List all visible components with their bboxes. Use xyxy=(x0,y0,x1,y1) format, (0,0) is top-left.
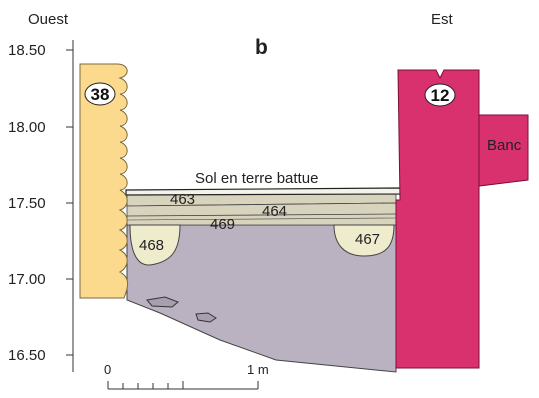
layer-467-label: 467 xyxy=(355,231,380,248)
floor-label: Sol en terre battue xyxy=(195,170,318,187)
panel-label: b xyxy=(255,36,268,59)
pit-467 xyxy=(333,224,395,257)
wall-38-badge xyxy=(84,82,116,106)
scale-end-label: 1 m xyxy=(247,362,269,377)
bench xyxy=(478,114,529,187)
elevation-tick-label: 16.50 xyxy=(8,347,46,364)
elevation-tick-label: 18.00 xyxy=(8,119,46,136)
elevation-tick-label: 17.00 xyxy=(8,271,46,288)
stone xyxy=(146,296,179,308)
layer-boundary xyxy=(126,217,397,221)
layer-464-label: 464 xyxy=(262,203,287,220)
layer-469-label: 469 xyxy=(210,216,235,233)
scale-start-label: 0 xyxy=(104,362,111,377)
scale-bar: 0 1 m xyxy=(104,362,269,390)
layer-463-label: 463 xyxy=(170,191,195,208)
pit-468 xyxy=(129,224,181,266)
wall-12-badge xyxy=(424,83,456,107)
stone xyxy=(195,312,217,323)
elevation-tick-label: 17.50 xyxy=(8,195,46,212)
west-label: Ouest xyxy=(28,11,69,28)
east-wall xyxy=(395,69,480,369)
west-wall xyxy=(79,63,129,299)
wall-12-number: 12 xyxy=(431,86,450,105)
wall-38-number: 38 xyxy=(91,85,110,104)
elevation-axis: 18.50 18.00 17.50 17.00 16.50 xyxy=(8,40,74,372)
elevation-tick-label: 18.50 xyxy=(8,42,46,59)
bench-label: Banc xyxy=(487,137,522,154)
floor-surface xyxy=(125,187,402,196)
layer-468-label: 468 xyxy=(139,237,164,254)
layer-boundary xyxy=(126,213,397,217)
east-label: Est xyxy=(431,11,454,28)
